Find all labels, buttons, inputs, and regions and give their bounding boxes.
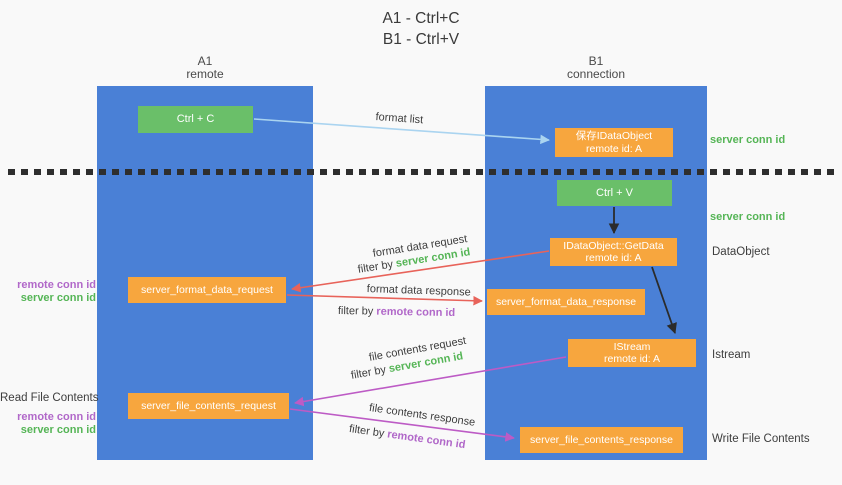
node-ctrl-v: Ctrl + V	[557, 180, 672, 206]
node-server-file-contents-response-label: server_file_contents_response	[529, 433, 673, 446]
side-label-server-conn-id-save: server conn id	[710, 134, 786, 146]
node-server-format-data-request: server_format_data_request	[128, 277, 286, 303]
diagram-title: A1 - Ctrl+C B1 - Ctrl+V	[0, 8, 842, 50]
side-label-remote-conn-id-format: remote conn id	[17, 279, 96, 291]
node-save-idataobject-line2: remote id: A	[585, 142, 643, 155]
node-server-file-contents-response: server_file_contents_response	[520, 427, 683, 453]
node-server-format-data-response-label: server_format_data_response	[495, 295, 637, 308]
side-label-istream: Istream	[712, 349, 751, 361]
filter-by-text: filter by	[350, 363, 388, 382]
node-istream: IStream remote id: A	[568, 339, 696, 367]
node-idataobject-getdata: IDataObject::GetData remote id: A	[550, 238, 677, 266]
filter-by-text: filter by	[357, 258, 394, 276]
lane-a1-subtitle: remote	[186, 67, 224, 81]
lane-header-a1: A1 remote	[97, 55, 313, 81]
side-label-server-conn-id-format: server conn id	[20, 292, 96, 304]
node-istream-line1: IStream	[613, 340, 651, 353]
title-line-ctrl-c: A1 - Ctrl+C	[382, 10, 460, 27]
node-ctrl-c-label: Ctrl + C	[176, 113, 215, 126]
lane-header-b1: B1 connection	[485, 55, 707, 81]
remote-conn-id-text: remote conn id	[386, 428, 467, 452]
side-label-write-file-contents: Write File Contents	[712, 433, 810, 445]
side-label-server-conn-id-file: server conn id	[20, 424, 96, 436]
filter-by-text: filter by	[337, 305, 374, 318]
node-ctrl-c: Ctrl + C	[138, 106, 253, 133]
arrow-label-filter-by-remote-conn-id-2: filter byremote conn id	[348, 423, 466, 452]
arrow-label-format-data-response: format data response	[366, 283, 471, 299]
node-save-idataobject-line1: 保存IDataObject	[575, 130, 653, 142]
node-istream-line2: remote id: A	[603, 353, 661, 365]
side-label-remote-conn-id-file: remote conn id	[17, 411, 96, 423]
node-server-format-data-response: server_format_data_response	[487, 289, 645, 315]
node-idataobject-getdata-line2: remote id: A	[585, 252, 642, 264]
node-save-idataobject: 保存IDataObject remote id: A	[555, 128, 673, 157]
arrow-label-file-contents-response: file contents response	[368, 402, 476, 429]
node-server-format-data-request-label: server_format_data_request	[141, 283, 273, 296]
lane-b1-name: B1	[588, 54, 604, 68]
lane-a1-name: A1	[197, 54, 213, 68]
session-divider-dotted-line	[8, 169, 834, 175]
side-label-read-file-contents: Read File Contents	[0, 392, 99, 404]
node-server-file-contents-request: server_file_contents_request	[128, 393, 289, 419]
node-ctrl-v-label: Ctrl + V	[596, 186, 633, 199]
node-server-file-contents-request-label: server_file_contents_request	[141, 399, 276, 412]
filter-by-text: filter by	[348, 423, 386, 440]
side-label-server-conn-id-paste: server conn id	[710, 211, 786, 223]
lane-b1-subtitle: connection	[566, 67, 626, 81]
side-label-dataobject: DataObject	[712, 246, 770, 258]
arrow-label-format-list: format list	[375, 111, 424, 127]
node-idataobject-getdata-line1: IDataObject::GetData	[563, 239, 664, 252]
title-line-ctrl-v: B1 - Ctrl+V	[382, 31, 460, 48]
remote-conn-id-text: remote conn id	[376, 305, 456, 320]
